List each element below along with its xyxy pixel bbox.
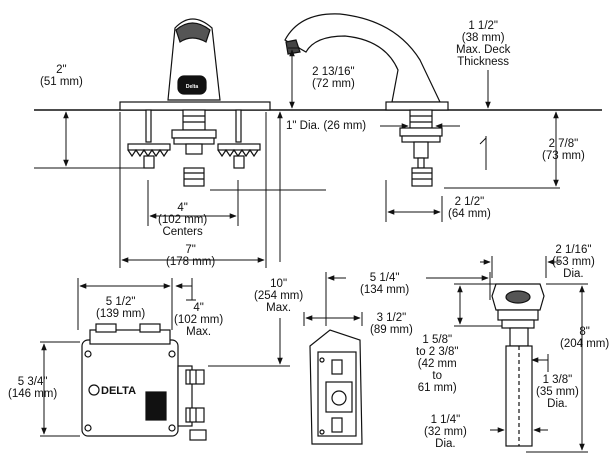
label-drain-length: 8"(204 mm) [560, 326, 610, 350]
label-spout-depth: 2 7/8"(73 mm) [542, 138, 585, 162]
label-box-clearance: 4"(102 mm)Max. [174, 302, 224, 338]
label-box-height: 5 3/4"(146 mm) [8, 376, 58, 400]
control-box-side [309, 329, 363, 445]
label-below-deck: 10"(254 mm)Max. [254, 278, 304, 314]
delta-triangle-icon [88, 384, 100, 396]
label-tail-pipe: 1 1/4"(32 mm)Dia. [424, 414, 467, 450]
label-reach: 2 1/2"(64 mm) [448, 196, 491, 220]
label-drain-dia: 2 1/16"(53 mm)Dia. [552, 244, 595, 280]
faucet-side-view [284, 13, 449, 187]
box-logo: DELTA [101, 385, 136, 397]
faucet-logo: Delta [186, 84, 198, 90]
dimension-lines [34, 47, 588, 453]
drain-assembly [491, 283, 545, 447]
label-box-width: 5 1/2"(139 mm) [96, 296, 146, 320]
faucet-front-view [119, 18, 271, 187]
label-centers: 4"(102 mm)Centers [158, 202, 208, 238]
label-overall-width: 7"(178 mm) [166, 244, 216, 268]
label-hole-dia: 1" Dia. (26 mm) [286, 120, 367, 132]
label-tail-dia: 1 3/8"(35 mm)Dia. [536, 374, 579, 410]
label-deck-height: 2"(51 mm) [40, 64, 83, 88]
label-spout-height: 2 13/16"(72 mm) [312, 66, 355, 90]
label-box-offset: 5 1/4"(134 mm) [360, 272, 410, 296]
control-box-front [81, 323, 207, 441]
label-box-depth: 3 1/2"(89 mm) [370, 312, 413, 336]
